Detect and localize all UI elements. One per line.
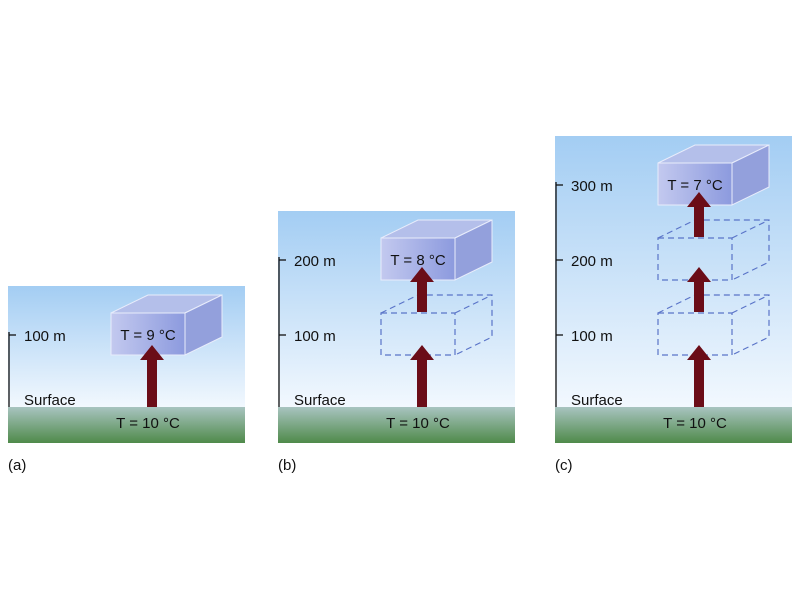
up-arrow-icon xyxy=(410,345,434,407)
panel-label: (c) xyxy=(555,457,573,474)
parcel-temperature: T = 8 °C xyxy=(390,252,445,269)
surface-label: Surface xyxy=(24,392,76,409)
surface-label: Surface xyxy=(294,392,346,409)
up-arrow-icon xyxy=(410,267,434,312)
panel-label: (b) xyxy=(278,457,296,474)
altitude-label: 200 m xyxy=(294,253,336,270)
parcel-edge xyxy=(454,294,493,314)
up-arrow-icon xyxy=(687,267,711,312)
surface-temperature: T = 10 °C xyxy=(116,415,180,432)
panel-b: 100 m 200 m T = 8 °C Surface T = 10 °C (b) xyxy=(278,211,515,474)
surface-temperature: T = 10 °C xyxy=(386,415,450,432)
altitude-label: 100 m xyxy=(24,328,66,345)
altitude-label: 100 m xyxy=(571,328,613,345)
altitude-label: 100 m xyxy=(294,328,336,345)
panel-a: 100 m T = 9 °C Surface T = 10 °C (a) xyxy=(8,286,245,474)
up-arrow-icon xyxy=(140,345,164,407)
parcel-edge xyxy=(731,219,770,239)
parcel-temperature: T = 7 °C xyxy=(667,177,722,194)
air-parcel: T = 9 °C xyxy=(110,294,223,356)
panel-c: 100 m 200 m 300 m T = 7 °C Surface T = 10 °C (… xyxy=(555,136,792,474)
altitude-label: 200 m xyxy=(571,253,613,270)
panel-label: (a) xyxy=(8,457,26,474)
air-parcel: T = 7 °C xyxy=(657,144,770,206)
up-arrow-icon xyxy=(687,192,711,237)
ground xyxy=(278,407,515,443)
parcel-edge xyxy=(731,294,770,314)
parcel-temperature: T = 9 °C xyxy=(120,327,175,344)
up-arrow-icon xyxy=(687,345,711,407)
air-parcel: T = 8 °C xyxy=(380,219,493,281)
altitude-label: 300 m xyxy=(571,178,613,195)
ground xyxy=(8,407,245,443)
surface-label: Surface xyxy=(571,392,623,409)
ground xyxy=(555,407,792,443)
surface-temperature: T = 10 °C xyxy=(663,415,727,432)
